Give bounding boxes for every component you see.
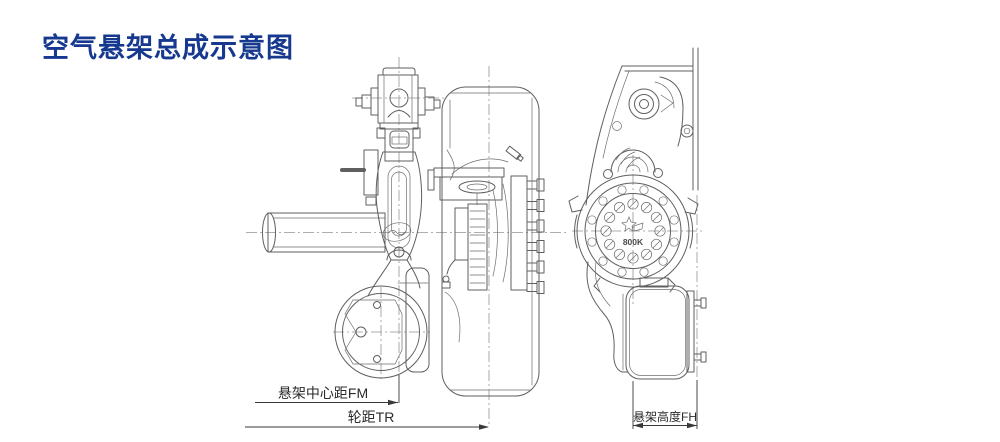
axle-tube: [262, 212, 412, 253]
brake-cam-boss: [603, 147, 663, 179]
dimension-tr-label: 轮距TR: [348, 409, 395, 425]
tire: [441, 86, 540, 397]
side-plate-bolt: [340, 149, 379, 206]
dimension-tr: 轮距TR: [245, 409, 489, 430]
hub-brake-assembly: [427, 145, 528, 291]
dimension-fm: 悬架中心距FM: [255, 375, 400, 406]
dimension-fh: 悬架高度FH: [632, 380, 698, 429]
dimension-fh-label: 悬架高度FH: [633, 409, 697, 424]
lower-arm: [367, 249, 430, 373]
hub-screws: [600, 198, 666, 264]
brake-drum: 800K: [568, 174, 699, 293]
front-view-drawing: [246, 57, 566, 427]
drum-center-logo: 800K: [621, 216, 644, 247]
wheel-studs: [526, 178, 545, 294]
upper-mount-bracket: [355, 67, 441, 162]
page-title: 空气悬架总成示意图: [42, 33, 294, 63]
hanger-bracket: [585, 47, 699, 206]
air-spring-studs: [693, 297, 707, 363]
side-view-centerlines: [572, 155, 702, 428]
drum-bolt-holes: [587, 185, 679, 277]
front-view-centerlines: [246, 57, 566, 427]
dimension-fm-label: 悬架中心距FM: [278, 385, 368, 401]
side-view-drawing: 800K: [568, 47, 707, 428]
air-spring-lower-plate: [334, 285, 428, 379]
air-spring: [622, 285, 707, 380]
drum-marking-label: 800K: [623, 237, 644, 247]
trailing-arm: [586, 261, 669, 373]
